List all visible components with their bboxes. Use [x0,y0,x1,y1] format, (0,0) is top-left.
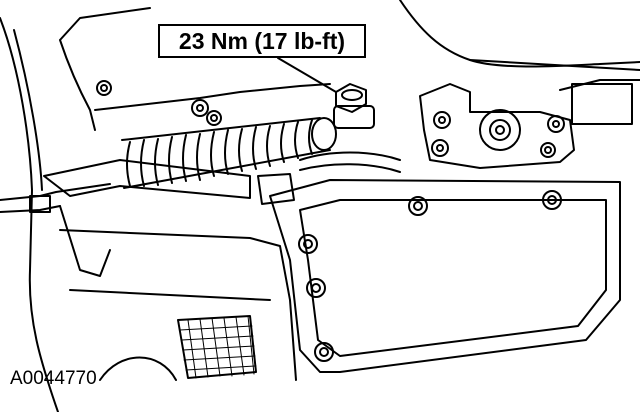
housing-upper-body [94,83,331,111]
housing-left-edge-inner [13,29,43,191]
lower-left-arc [99,356,177,381]
housing-top-contour [59,7,151,131]
right-housing-block [571,83,633,125]
cable-bracket [43,159,251,199]
center-shaft-lines [299,151,401,173]
oil-pan-inner [299,199,607,357]
cable-boot [121,117,337,189]
cable-bracket-bolt [333,83,375,129]
oil-pan-rim [269,179,621,373]
housing-left-edge [0,17,59,412]
filter-screen-mesh [179,315,257,379]
bell-housing-lower [559,79,640,91]
figure-id-label: A0044770 [10,368,97,389]
cable-end [0,183,111,213]
lower-body [59,229,297,381]
selector-plate [419,83,575,169]
filter-screen-outline [177,315,257,379]
callout-leader [277,57,337,93]
center-connector [257,173,295,205]
oil-pan-bolts [298,190,562,362]
bell-housing-curve [399,0,640,71]
housing-bolts [96,80,222,126]
bell-housing-rim [469,59,640,68]
cable-end-fitting [29,195,51,213]
torque-callout-label: 23 Nm (17 lb-ft) [158,24,366,58]
cable-bracket-lower [59,205,111,277]
